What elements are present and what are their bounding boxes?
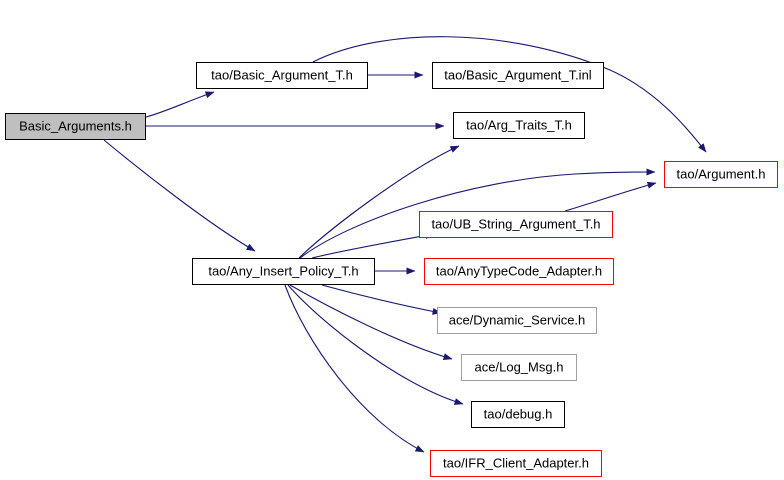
edge-tao-any-insert-policy-t-h-to-tao-argument-h <box>299 168 656 259</box>
edge-tao-any-insert-policy-t-h-to-ace-log-msg-h <box>289 284 453 361</box>
node-label: tao/IFR_Client_Adapter.h <box>443 455 589 471</box>
node-label: tao/UB_String_Argument_T.h <box>431 216 601 232</box>
edge-tao-any-insert-policy-t-h-to-tao-ub-string-argument-t-h <box>311 232 435 259</box>
edge-tao-basic-argument-t-h-to-tao-argument-h <box>312 36 707 153</box>
node-label: tao/Basic_Argument_T.h <box>211 67 353 83</box>
node-label: tao/Arg_Traits_T.h <box>466 117 572 133</box>
node-label: ace/Dynamic_Service.h <box>448 312 586 328</box>
node-tao-ifr-client-adapter-h[interactable]: tao/IFR_Client_Adapter.h <box>430 450 602 477</box>
edge-basic-arguments-h-to-tao-basic-argument-t-h <box>145 91 215 118</box>
edge-tao-any-insert-policy-t-h-to-ace-dynamic-service-h <box>321 284 442 315</box>
node-label: tao/Argument.h <box>676 166 766 182</box>
node-tao-arg-traits-t-h[interactable]: tao/Arg_Traits_T.h <box>453 112 585 139</box>
edge-basic-arguments-h-to-tao-any-insert-policy-t-h <box>103 139 256 252</box>
edge-tao-ub-string-argument-t-h-to-tao-argument-h <box>564 181 657 212</box>
node-tao-basic-argument-t-inl[interactable]: tao/Basic_Argument_T.inl <box>432 62 604 89</box>
node-tao-ub-string-argument-t-h[interactable]: tao/UB_String_Argument_T.h <box>419 211 613 238</box>
node-label: Basic_Arguments.h <box>19 118 132 134</box>
node-label: tao/debug.h <box>483 406 553 422</box>
node-ace-dynamic-service-h[interactable]: ace/Dynamic_Service.h <box>437 307 597 334</box>
node-basic-arguments-h[interactable]: Basic_Arguments.h <box>5 113 146 140</box>
node-tao-basic-argument-t-h[interactable]: tao/Basic_Argument_T.h <box>196 62 368 89</box>
node-tao-argument-h[interactable]: tao/Argument.h <box>664 161 778 188</box>
edges-group <box>103 36 707 453</box>
node-tao-debug-h[interactable]: tao/debug.h <box>471 401 565 428</box>
edge-tao-any-insert-policy-t-h-to-tao-ifr-client-adapter-h <box>284 284 425 453</box>
node-label: tao/AnyTypeCode_Adapter.h <box>435 263 603 279</box>
edge-tao-any-insert-policy-t-h-to-tao-arg-traits-t-h <box>298 145 460 259</box>
node-label: tao/Any_Insert_Policy_T.h <box>208 263 359 279</box>
node-label: ace/Log_Msg.h <box>474 359 564 375</box>
node-tao-anytypecode-adapter-h[interactable]: tao/AnyTypeCode_Adapter.h <box>424 258 614 285</box>
node-ace-log-msg-h[interactable]: ace/Log_Msg.h <box>461 354 577 381</box>
edge-tao-any-insert-policy-t-h-to-tao-debug-h <box>287 284 464 405</box>
node-label: tao/Basic_Argument_T.inl <box>444 67 592 83</box>
node-tao-any-insert-policy-t-h[interactable]: tao/Any_Insert_Policy_T.h <box>192 258 375 285</box>
